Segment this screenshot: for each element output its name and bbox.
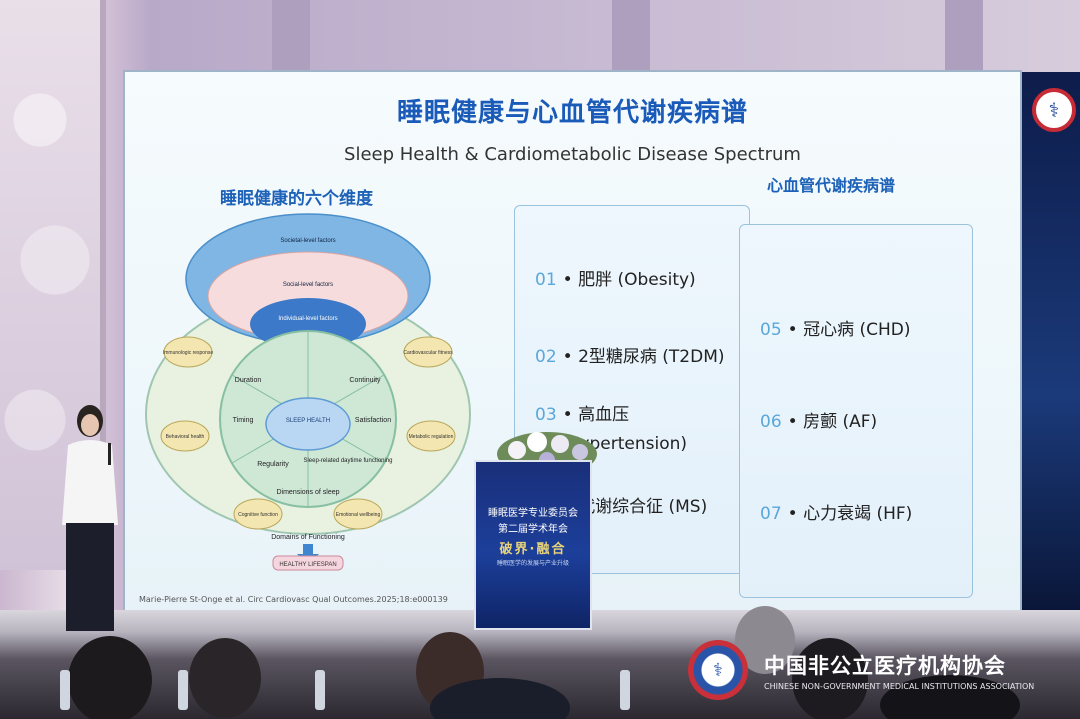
sleepiness-label: Sleep-related daytime functioning (303, 458, 392, 464)
healthy-lifespan-box (272, 555, 344, 571)
projection-screen: 睡眠健康与心血管代谢疾病谱 Sleep Health & Cardiometab… (125, 72, 1020, 612)
list-item: 02• 2型糖尿病 (T2DM) (535, 342, 725, 367)
item-label: • 冠心病 (CHD) (787, 320, 911, 340)
item-label: • 2型糖尿病 (T2DM) (562, 347, 725, 367)
item-number: 03 (535, 405, 557, 425)
list-item: 06• 房颤 (AF) (760, 407, 877, 432)
item-label: • 代谢综合征 (MS) (562, 497, 708, 517)
dimensions-label: Dimensions of sleep (276, 489, 339, 496)
sleep-health-center (265, 397, 351, 451)
domain-bubble (233, 498, 283, 530)
domain-bubble (333, 498, 383, 530)
emotional-label: Emotional wellbeing (336, 512, 381, 518)
domain-bubble (406, 420, 456, 452)
podium-subtitle: 第二届学术年会 (498, 524, 568, 535)
cardiovascular-label: Cardiovascular fitness (403, 350, 453, 356)
disease-list-right (739, 224, 973, 598)
left-heading: 睡眠健康的六个维度 (220, 189, 373, 209)
list-item: 03• 高血压 (535, 400, 629, 425)
association-emblem-icon: ⚕ (1032, 88, 1076, 132)
domain-bubble (160, 420, 210, 452)
metabolic-label: Metabolic regulation (409, 434, 454, 440)
domains-label: Domains of Functioning (271, 534, 345, 541)
domain-bubble (403, 336, 453, 368)
item-number: 02 (535, 347, 557, 367)
behavioral-label: Behavioral health (166, 434, 205, 440)
item-number: 07 (760, 504, 782, 524)
audience (60, 606, 1020, 719)
duration-label: Duration (235, 377, 262, 384)
sleep-health-diagram: Societal-level factors Social-level fact… (145, 213, 471, 571)
speaker (62, 405, 118, 631)
podium-slogan: 破界·融合 (499, 542, 567, 557)
list-item: 01• 肥胖 (Obesity) (535, 265, 696, 290)
citation: Marie-Pierre St-Onge et al. Circ Cardiov… (139, 595, 448, 604)
societal-label: Societal-level factors (280, 238, 335, 244)
slide-subtitle: Sleep Health & Cardiometabolic Disease S… (344, 144, 801, 165)
individual-label: Individual-level factors (278, 316, 337, 322)
podium-title: 睡眠医学专业委员会 (488, 508, 578, 519)
side-led-panel (1012, 72, 1080, 612)
podium-theme: 睡眠医学的发展与产业升级 (496, 560, 569, 567)
healthy-lifespan-label: HEALTHY LIFESPAN (279, 562, 336, 568)
association-name-cn: 中国非公立医疗机构协会 (764, 654, 1006, 678)
sleep-health-label: SLEEP HEALTH (286, 418, 330, 424)
association-logo-icon: ⚕ (688, 640, 748, 700)
regularity-label: Regularity (257, 461, 289, 468)
immunologic-label: Immunologic response (163, 350, 214, 356)
podium: 睡眠医学专业委员会 第二届学术年会 破界·融合 睡眠医学的发展与产业升级 (474, 460, 592, 630)
item-label: • 肥胖 (Obesity) (562, 270, 696, 290)
microphone-icon (108, 443, 111, 465)
association-banner: ⚕ 中国非公立医疗机构协会 CHINESE NON-GOVERNMENT MED… (688, 640, 1080, 700)
timing-label: Timing (233, 417, 254, 424)
item-number: 06 (760, 412, 782, 432)
list-item: 05• 冠心病 (CHD) (760, 315, 910, 340)
continuity-label: Continuity (349, 377, 381, 384)
domain-bubble (163, 336, 213, 368)
item-label: • 心力衰竭 (HF) (787, 504, 913, 524)
cognitive-label: Cognitive function (238, 512, 278, 518)
item-label: • 房颤 (AF) (787, 412, 878, 432)
slide-title: 睡眠健康与心血管代谢疾病谱 (396, 98, 748, 128)
satisfaction-label: Satisfaction (355, 417, 391, 424)
social-label: Social-level factors (283, 282, 333, 288)
association-name-en: CHINESE NON-GOVERNMENT MEDICAL INSTITUTI… (764, 682, 1035, 691)
item-label: • 高血压 (562, 405, 630, 425)
list-item: 07• 心力衰竭 (HF) (760, 499, 912, 524)
item-number: 01 (535, 270, 557, 290)
item-number: 05 (760, 320, 782, 340)
right-heading: 心血管代谢疾病谱 (767, 176, 896, 195)
